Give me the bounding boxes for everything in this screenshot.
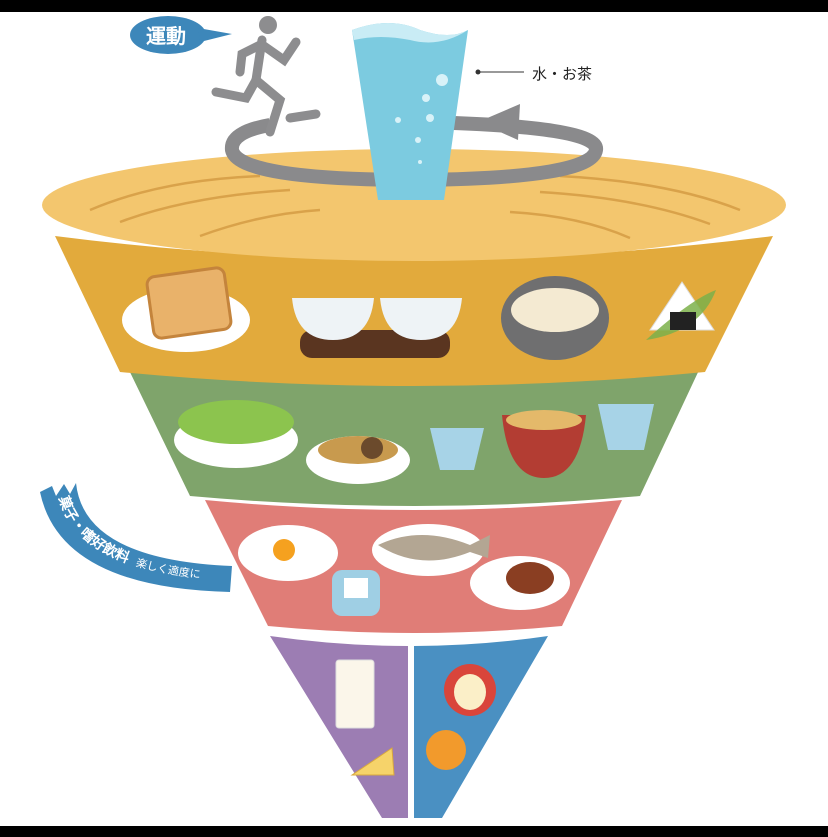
water-cup-icon: [352, 23, 468, 200]
water-tea-label: 水・お茶: [532, 65, 592, 83]
rice-bowl-icon: [380, 298, 462, 340]
vegetables-layer: [128, 368, 700, 506]
rotation-arrow: [225, 104, 603, 188]
exercise-bubble: 運動: [130, 16, 232, 54]
wood-grain-lines: [89, 174, 741, 240]
bottom-border: [0, 826, 828, 837]
apple-flesh: [454, 674, 486, 710]
milk-glass-icon: [335, 659, 375, 729]
milk-fruit-layer: [270, 636, 548, 818]
shiitake: [361, 437, 383, 459]
exercise-label: 運動: [146, 24, 186, 48]
noodles: [511, 288, 599, 332]
hamburg-steak: [506, 562, 554, 594]
fish-icon: [378, 535, 490, 561]
tofu: [344, 578, 368, 598]
egg-yolk: [273, 539, 295, 561]
miso-soup-icon: [502, 415, 586, 478]
water-tea-callout: 水・お茶: [475, 65, 592, 83]
top-border: [0, 0, 828, 12]
simmered-vegetables: [318, 436, 398, 464]
runner-icon: [211, 16, 321, 137]
fruit-section: [414, 636, 548, 818]
seaweed-bowl-icon: [598, 404, 654, 450]
salad-greens: [178, 400, 294, 444]
rice-bowl-icon: [292, 298, 374, 340]
arrow-head-icon: [478, 104, 520, 140]
small-bowl-icon: [430, 428, 484, 470]
toast-icon: [145, 266, 233, 340]
snacks-ribbon: 菓子・嗜好飲料 楽しく適度に: [40, 483, 232, 592]
top-disc: [42, 149, 786, 261]
grains-layer: [55, 236, 773, 386]
nori: [670, 312, 696, 330]
bubbles: [395, 74, 448, 164]
main-dishes-layer: [205, 500, 622, 633]
miso-soup-surface: [506, 410, 582, 430]
cheese-icon: [350, 747, 395, 776]
orange-icon: [426, 730, 466, 770]
